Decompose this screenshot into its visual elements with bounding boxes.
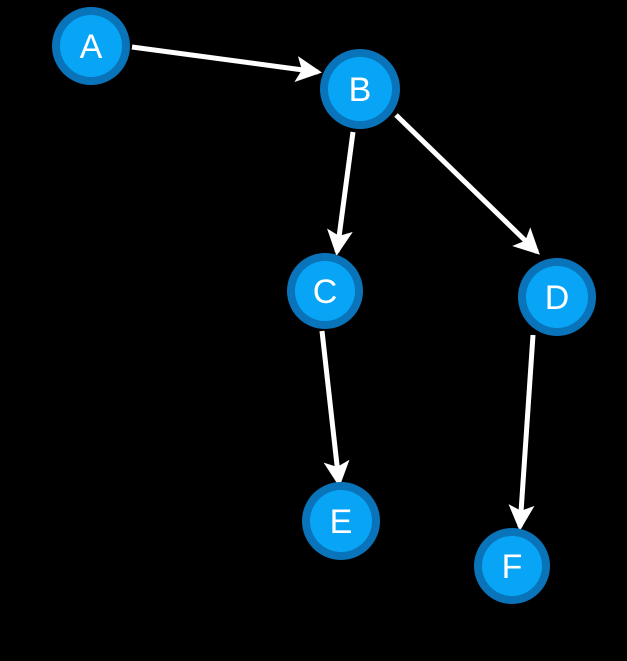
graph-node-b[interactable]: B bbox=[320, 49, 400, 129]
graph-node-c[interactable]: C bbox=[287, 253, 363, 329]
graph-edge-b-to-c bbox=[327, 131, 356, 256]
edges-layer bbox=[131, 44, 540, 531]
graph-edge-b-to-d bbox=[394, 113, 540, 255]
node-core-f bbox=[482, 536, 542, 596]
graph-node-d[interactable]: D bbox=[518, 258, 596, 336]
nodes-layer: A B C D E F bbox=[52, 7, 596, 604]
graph-node-f[interactable]: F bbox=[474, 528, 550, 604]
graph-edge-c-to-e bbox=[319, 330, 350, 487]
graph-edge-d-to-f bbox=[508, 334, 536, 531]
graph-node-e[interactable]: E bbox=[302, 482, 380, 560]
node-core-d bbox=[526, 266, 588, 328]
node-core-e bbox=[310, 490, 372, 552]
graph-edge-a-to-b bbox=[131, 44, 322, 82]
graph-node-a[interactable]: A bbox=[52, 7, 130, 85]
node-core-a bbox=[60, 15, 122, 77]
node-core-c bbox=[295, 261, 355, 321]
node-core-b bbox=[328, 57, 392, 121]
